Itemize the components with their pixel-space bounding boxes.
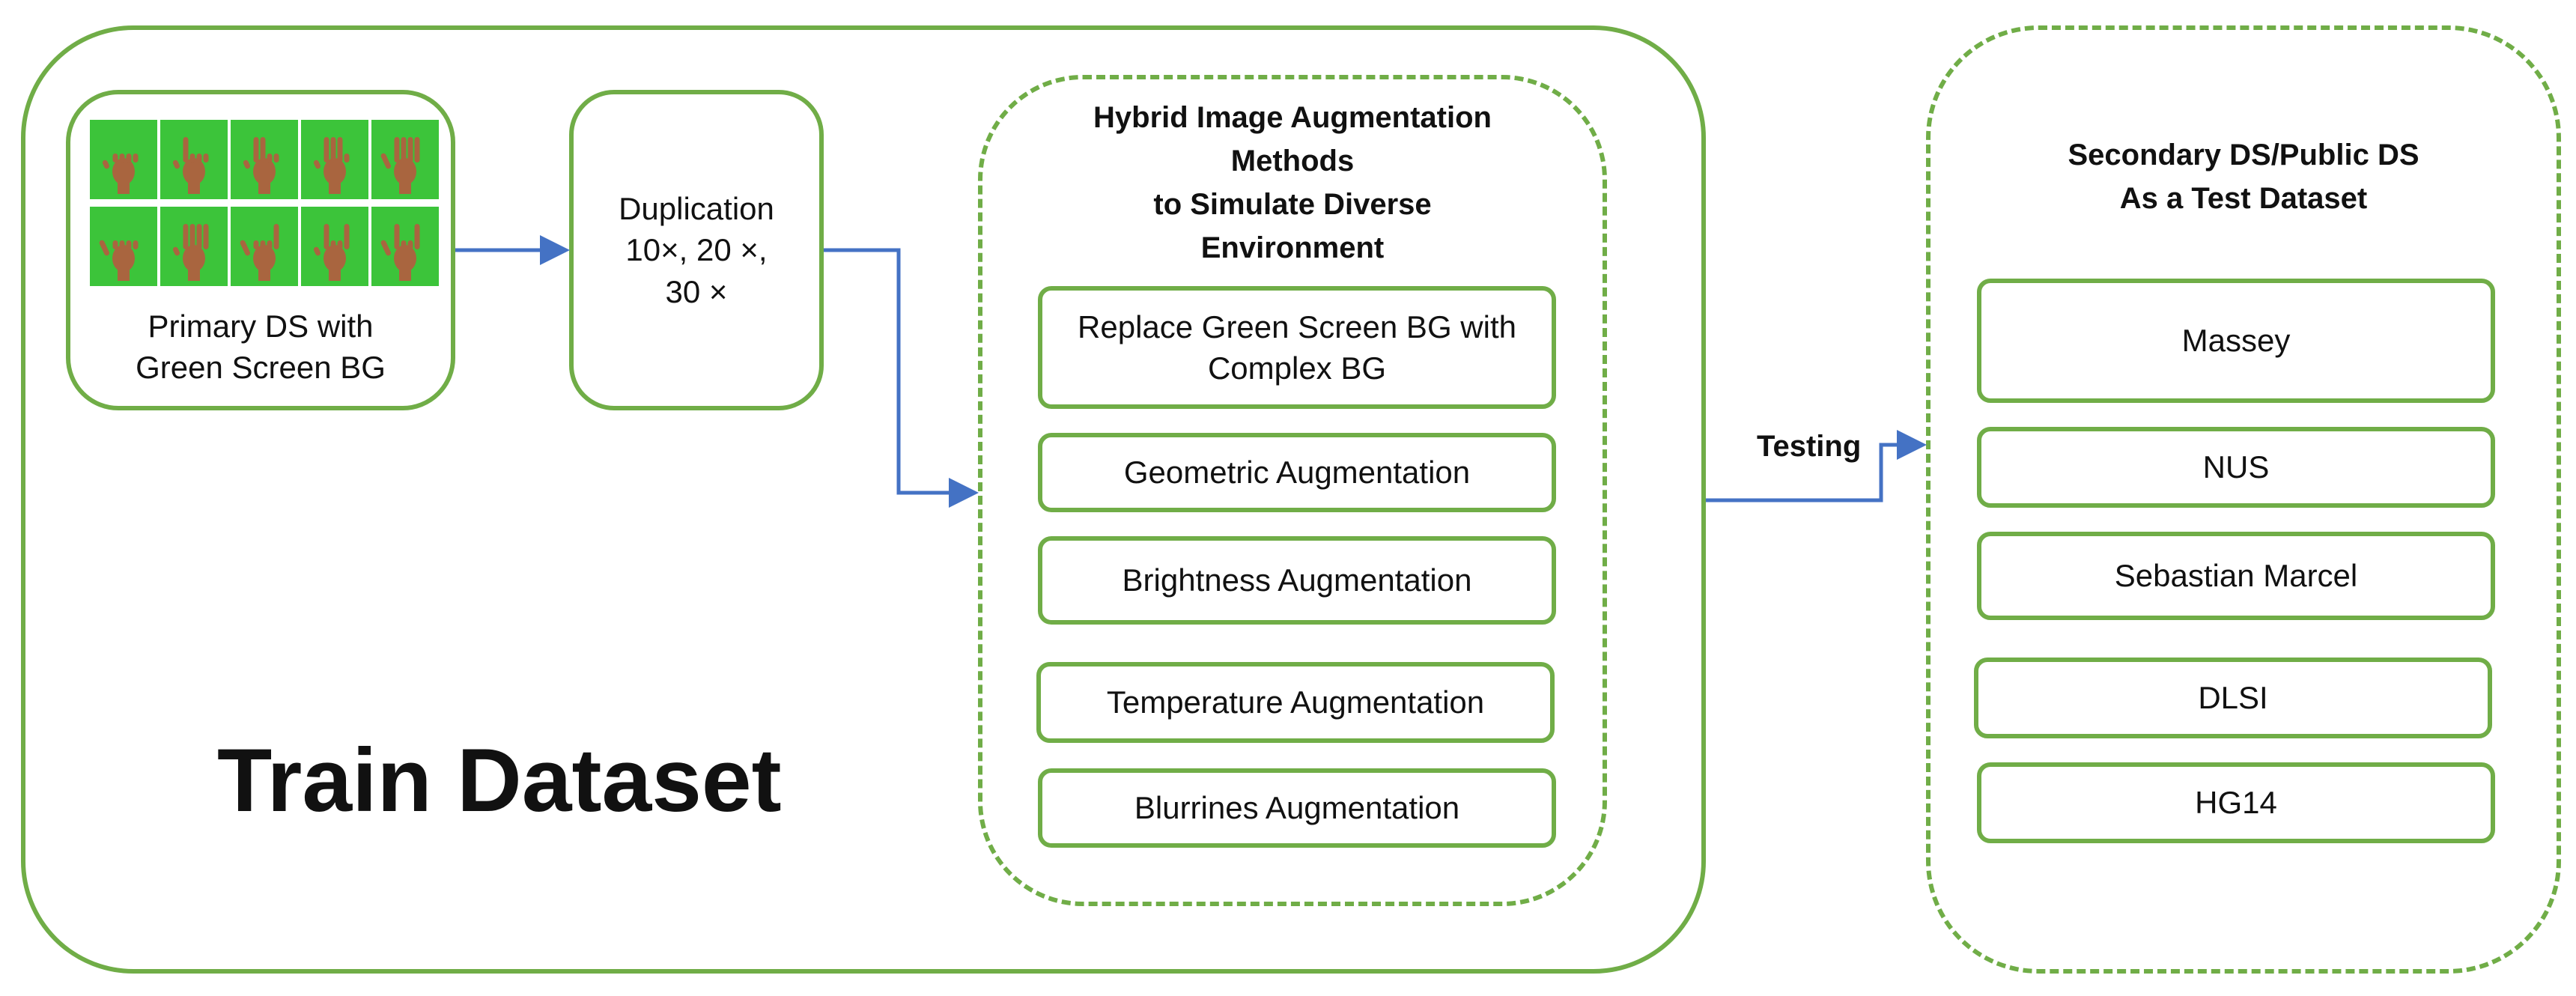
train-dataset-label: Train Dataset (217, 730, 782, 830)
method-brightness: Brightness Augmentation (1038, 536, 1556, 625)
duplication-box: Duplication 10×, 20 ×, 30 × (569, 90, 824, 410)
test-dataset-sebastian-marcel: Sebastian Marcel (1977, 532, 2495, 620)
test-dataset-dlsi: DLSI (1974, 658, 2492, 738)
hand-gesture-image (371, 207, 439, 286)
test-dataset-title: Secondary DS/Public DS As a Test Dataset (2068, 139, 2419, 215)
hand-gesture-image (231, 120, 298, 199)
hand-gesture-image (90, 120, 157, 199)
method-geometric: Geometric Augmentation (1038, 433, 1556, 512)
hand-gesture-image (90, 207, 157, 286)
method-temperature: Temperature Augmentation (1036, 662, 1555, 743)
hand-gesture-image (371, 120, 439, 199)
hand-gesture-image (301, 207, 368, 286)
test-dataset-massey: Massey (1977, 279, 2495, 403)
method-replace-bg: Replace Green Screen BG with Complex BG (1038, 286, 1556, 409)
hand-gesture-image (160, 120, 228, 199)
test-dataset-hg14: HG14 (1977, 762, 2495, 843)
hand-gesture-image (231, 207, 298, 286)
augmentation-title: Hybrid Image Augmentation Methods to Sim… (1093, 101, 1492, 264)
hand-gesture-image (301, 120, 368, 199)
testing-label: Testing (1757, 430, 1862, 463)
method-blur: Blurrines Augmentation (1038, 768, 1556, 848)
hand-gesture-image (160, 207, 228, 286)
arrow-train-to-test (1706, 430, 1927, 502)
green-screen-image-grid (90, 120, 439, 286)
arrow-duplication-to-augmentation (824, 248, 979, 508)
primary-ds-box: Primary DS with Green Screen BG (66, 90, 455, 410)
test-dataset-nus: NUS (1977, 427, 2495, 508)
primary-ds-label: Primary DS with Green Screen BG (136, 308, 386, 385)
